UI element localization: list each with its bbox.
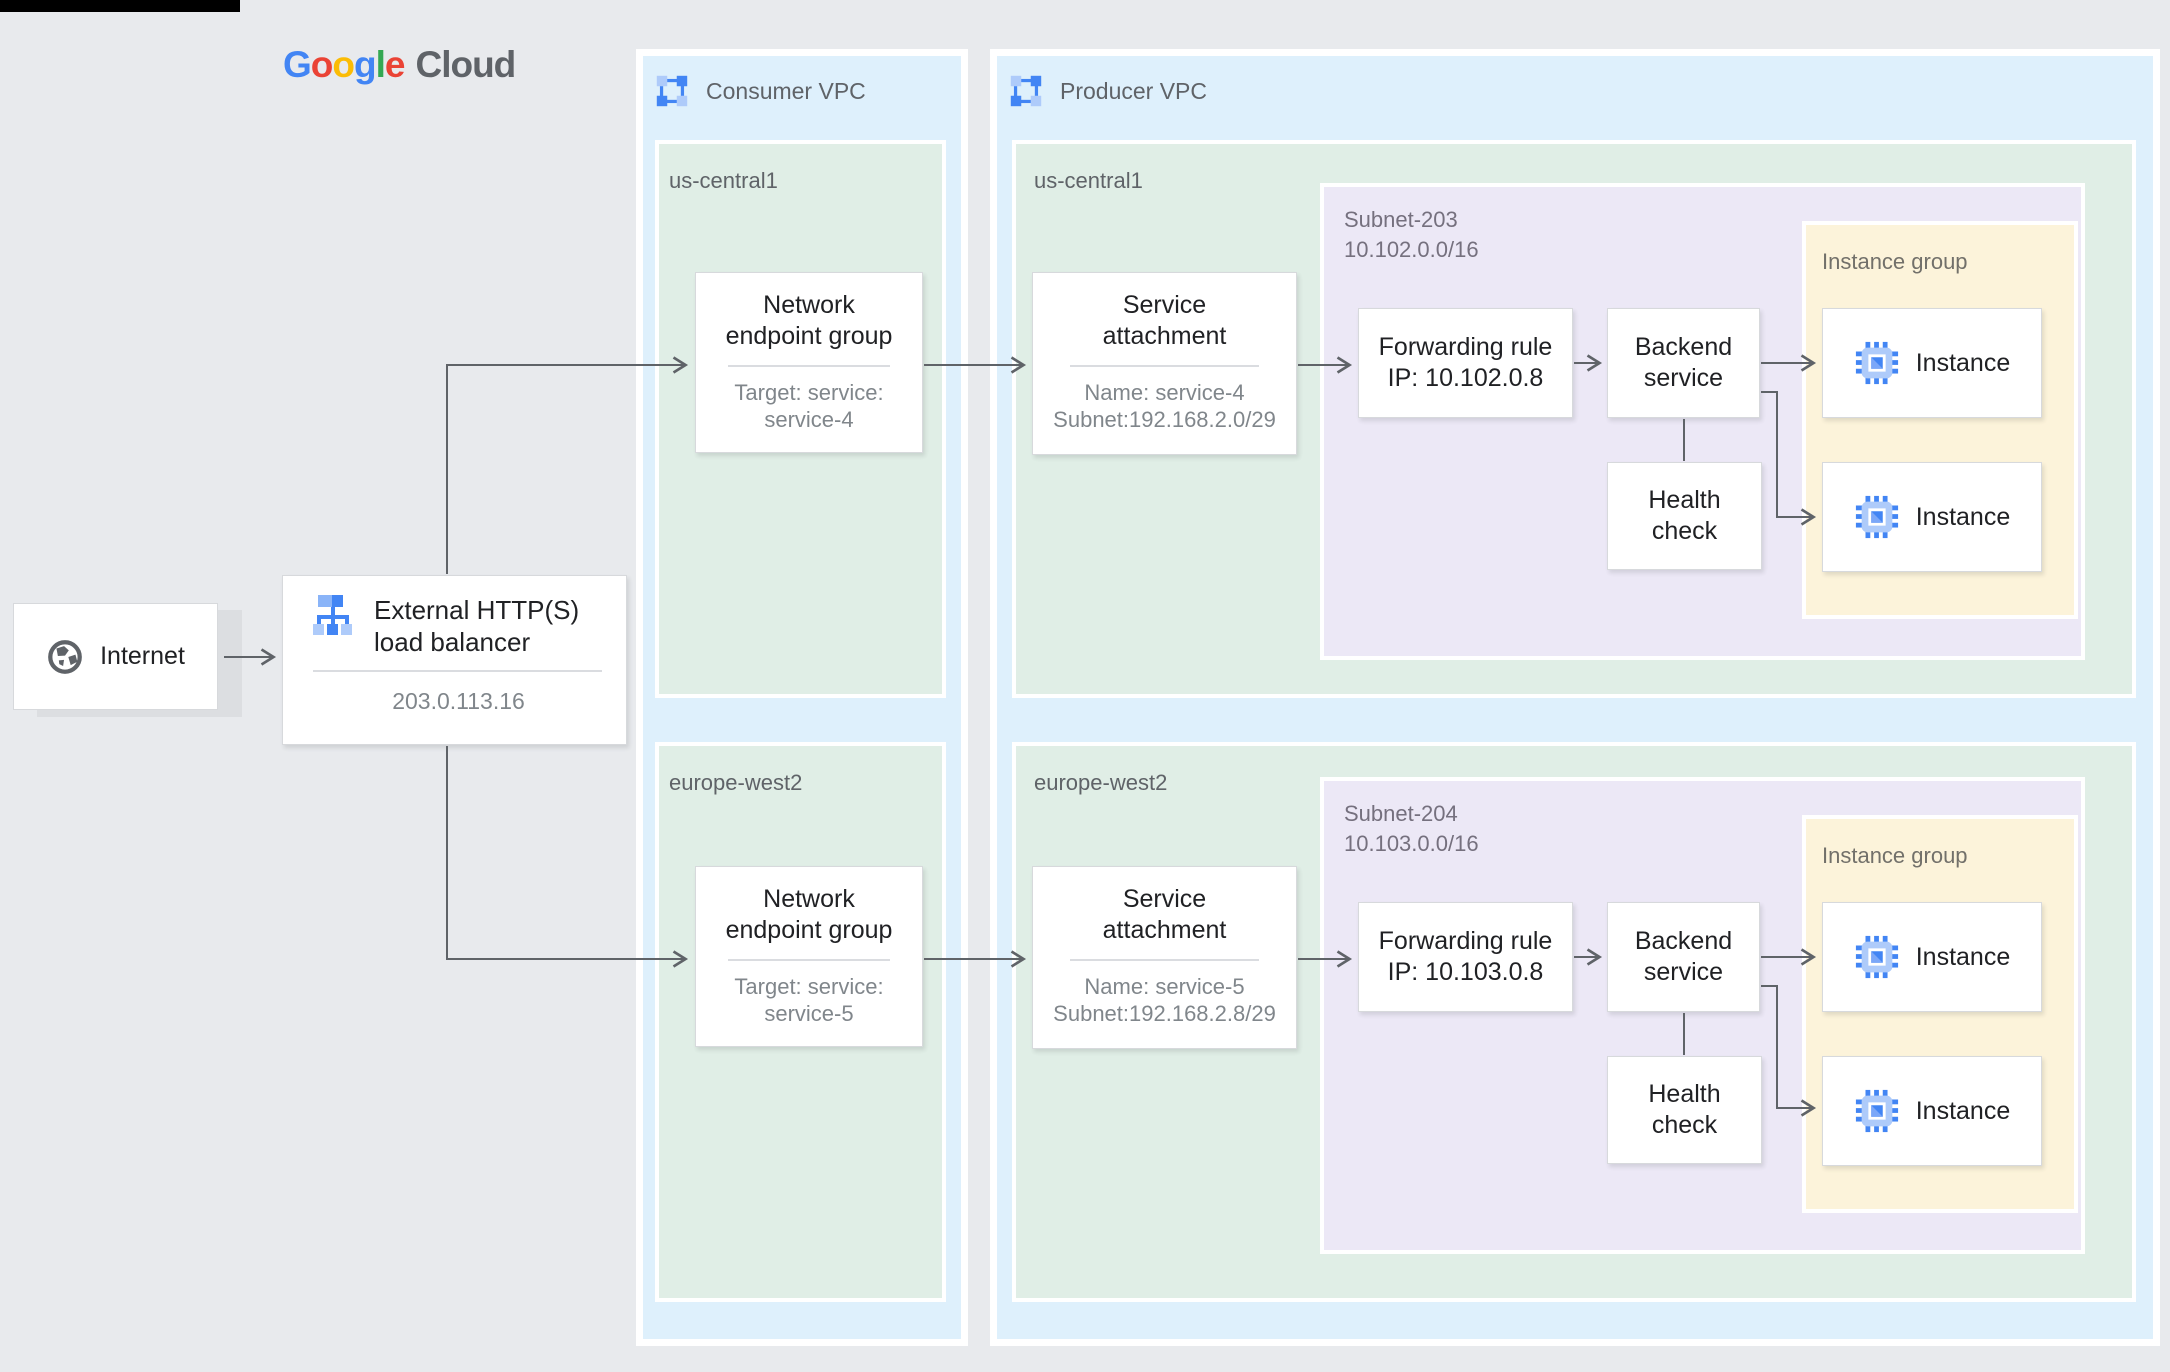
subnet-label: Subnet-203 10.102.0.0/16	[1344, 207, 1479, 262]
top-black-bar	[0, 0, 240, 12]
instance-label: Instance	[1915, 1096, 2011, 1125]
instance-chip-icon	[1854, 494, 1900, 540]
instance-node: Instance	[1822, 462, 2042, 572]
backend-service-node-us-central1: Backend service	[1607, 308, 1760, 418]
external-lb-node: External HTTP(S) load balancer 203.0.113…	[282, 575, 627, 745]
instance-group-label: Instance group	[1822, 843, 1968, 868]
vpc-network-icon	[653, 72, 691, 110]
lb-title: External HTTP(S) load balancer	[374, 595, 580, 657]
neg-node-us-central1: Network endpoint group Target: service: …	[695, 272, 923, 453]
node-title: Network endpoint group	[725, 885, 893, 944]
instance-chip-icon	[1854, 340, 1900, 386]
region-label: europe-west2	[669, 770, 803, 795]
lb-divider	[313, 670, 602, 672]
service-attachment-node-us-central1: Service attachment Name: service-4 Subne…	[1032, 272, 1297, 455]
lb-ip: 203.0.113.16	[392, 688, 525, 714]
node-subtitle: Target: service: service-4	[734, 380, 884, 432]
backend-service-node-europe-west2: Backend service	[1607, 902, 1760, 1012]
logo-letter: o	[332, 44, 355, 85]
vpc-network-icon	[1007, 72, 1045, 110]
logo-letter: o	[310, 44, 334, 85]
logo-google: Google	[283, 44, 406, 86]
logo-letter: g	[354, 44, 377, 85]
subnet-label: Subnet-204 10.103.0.0/16	[1344, 801, 1479, 856]
node-subtitle: Name: service-4 Subnet:192.168.2.0/29	[1053, 380, 1276, 432]
instance-group-label: Instance group	[1822, 249, 1968, 274]
node-title: Service attachment	[1102, 885, 1227, 944]
node-title: Network endpoint group	[725, 291, 893, 350]
producer-vpc-label: Producer VPC	[1060, 77, 1208, 104]
forwarding-rule-node-us-central1: Forwarding rule IP: 10.102.0.8	[1358, 308, 1573, 418]
instance-chip-icon	[1854, 1088, 1900, 1134]
node-divider	[727, 959, 891, 961]
instance-node: Instance	[1822, 308, 2042, 418]
google-cloud-logo: Google Cloud	[283, 44, 516, 86]
health-check-node-europe-west2: Health check	[1607, 1056, 1762, 1164]
instance-label: Instance	[1915, 942, 2011, 971]
logo-cloud: Cloud	[415, 44, 516, 85]
node-divider	[1069, 365, 1260, 367]
region-label: europe-west2	[1034, 770, 1168, 795]
region-label: us-central1	[1034, 168, 1143, 193]
forwarding-rule-node-europe-west2: Forwarding rule IP: 10.103.0.8	[1358, 902, 1573, 1012]
instance-label: Instance	[1915, 502, 2011, 531]
node-divider	[727, 365, 891, 367]
logo-letter: l	[375, 44, 386, 85]
node-title: Service attachment	[1102, 291, 1227, 350]
load-balancer-icon	[309, 591, 357, 639]
node-subtitle: Target: service: service-5	[734, 974, 884, 1026]
globe-icon	[46, 638, 84, 676]
node-divider	[1069, 959, 1260, 961]
logo-letter: e	[384, 44, 406, 85]
instance-node: Instance	[1822, 902, 2042, 1012]
logo-letter: G	[283, 44, 312, 85]
health-check-node-us-central1: Health check	[1607, 462, 1762, 570]
internet-node: Internet	[13, 603, 218, 710]
instance-chip-icon	[1854, 934, 1900, 980]
instance-node: Instance	[1822, 1056, 2042, 1166]
service-attachment-node-europe-west2: Service attachment Name: service-5 Subne…	[1032, 866, 1297, 1049]
instance-label: Instance	[1915, 348, 2011, 377]
node-subtitle: Name: service-5 Subnet:192.168.2.8/29	[1053, 974, 1276, 1026]
region-label: us-central1	[669, 168, 778, 193]
internet-label: Internet	[100, 642, 185, 670]
consumer-vpc-label: Consumer VPC	[706, 77, 866, 104]
neg-node-europe-west2: Network endpoint group Target: service: …	[695, 866, 923, 1047]
